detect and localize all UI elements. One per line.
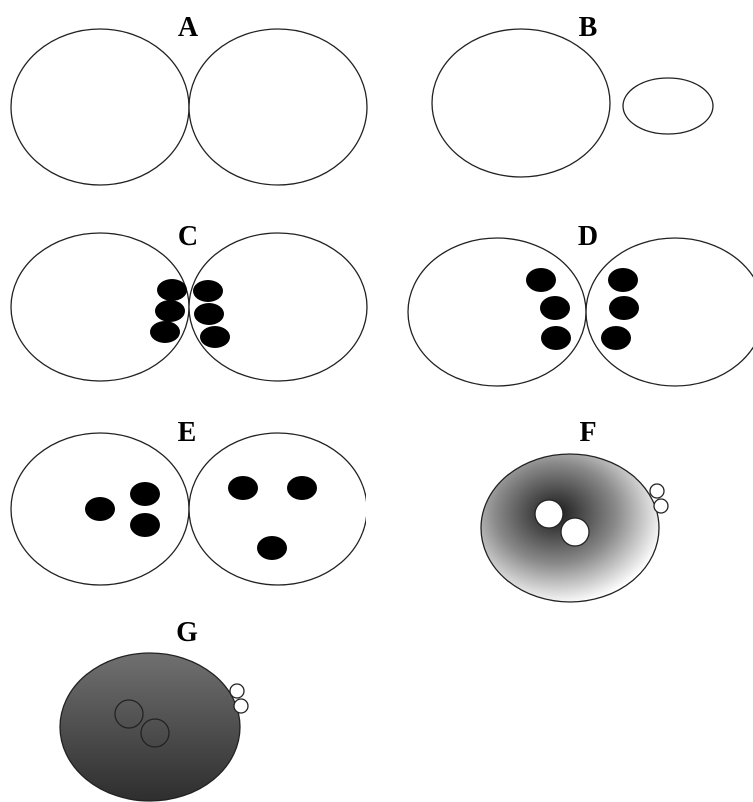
polar-body bbox=[654, 499, 668, 513]
chromosome bbox=[540, 296, 570, 320]
chromosome bbox=[150, 321, 180, 343]
chromosome bbox=[526, 268, 556, 292]
cell-b-small bbox=[623, 78, 713, 134]
panel-e-label: E bbox=[178, 417, 197, 448]
nucleus-circle bbox=[535, 500, 563, 528]
chromosome bbox=[194, 303, 224, 325]
cell-a-right bbox=[189, 29, 367, 185]
chromosome bbox=[541, 326, 571, 350]
chromosome bbox=[601, 326, 631, 350]
chromosome bbox=[157, 279, 187, 301]
panel-e: E bbox=[11, 417, 367, 585]
chromosome bbox=[193, 280, 223, 302]
panel-a: A bbox=[11, 12, 367, 185]
panel-b-label: B bbox=[579, 12, 598, 43]
chromosome bbox=[609, 296, 639, 320]
chromosome bbox=[130, 513, 160, 537]
polar-body bbox=[230, 684, 244, 698]
panel-f-label: F bbox=[579, 417, 596, 448]
panel-c-label: C bbox=[178, 221, 198, 252]
nucleus-circle bbox=[561, 518, 589, 546]
panel-b: B bbox=[432, 12, 713, 177]
panel-a-label: A bbox=[178, 12, 199, 43]
panel-c: C bbox=[11, 221, 367, 381]
chromosome bbox=[257, 536, 287, 560]
panel-g-label: G bbox=[176, 617, 198, 648]
chromosome bbox=[155, 300, 185, 322]
polar-body bbox=[650, 484, 664, 498]
chromosome bbox=[200, 326, 230, 348]
chromosome bbox=[608, 268, 638, 292]
panel-d-label: D bbox=[578, 221, 598, 252]
cell-g-shaded bbox=[60, 653, 240, 801]
polar-body bbox=[234, 699, 248, 713]
panel-g: G bbox=[60, 617, 248, 801]
chromosome bbox=[287, 476, 317, 500]
chromosome bbox=[85, 497, 115, 521]
cell-b-large bbox=[432, 29, 610, 177]
chromosome bbox=[130, 482, 160, 506]
chromosome bbox=[228, 476, 258, 500]
panel-d: D bbox=[408, 221, 753, 386]
cell-e-right bbox=[189, 433, 367, 585]
panel-f: F bbox=[481, 417, 668, 602]
cell-a-left bbox=[11, 29, 189, 185]
